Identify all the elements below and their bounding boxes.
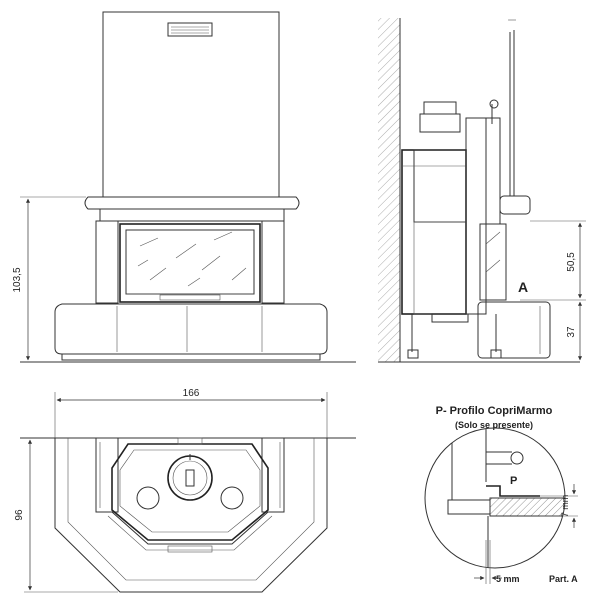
detail-subtitle: (Solo se presente) [455,420,533,430]
air-inlet-right [220,486,244,510]
height-dimension: 103,5 [12,196,86,361]
height-dim-label: 103,5 [12,267,23,292]
dim-7mm-label: 7 mm [560,495,570,518]
right-side-wall [261,437,285,513]
detail-marker-p: P [510,475,517,487]
glass-reflections [137,231,247,287]
side-glass [479,223,507,301]
left-side-wall [95,437,119,513]
firebox-body [401,149,467,315]
dim-upper-label: 50,5 [566,252,577,272]
mantel-side [499,195,531,215]
glass-front [111,511,269,545]
right-column [261,220,285,304]
depth-dimension: 96 [14,439,118,593]
front-view: 103,5 [12,11,356,363]
plan-view: 166 96 [14,388,356,593]
dim-5mm-label: 5 mm [496,574,520,584]
coprimarmo-profile [486,485,540,497]
air-inlet-left [136,486,160,510]
damper [185,469,195,487]
side-dimensions: 50,5 37 [520,220,586,361]
dim-5mm: 5 mm [474,540,520,584]
frame-column [465,117,487,315]
firebox-plan [111,443,269,541]
width-dimension: 166 [54,388,328,440]
detail-caption: Part. A [549,574,578,584]
plinth [61,353,321,361]
flue-opening [167,455,213,501]
mantel-shelf [84,196,300,210]
mantel-beam [99,208,285,222]
chimney-hood [102,11,280,198]
detail-a: P- Profilo CopriMarmo (Solo se presente)… [424,405,578,584]
left-column [95,220,119,304]
marble-slab [489,497,565,517]
hearth-side [477,301,551,359]
damper-handle [489,99,499,124]
hinge-pin [510,451,524,465]
flue-collar [423,101,457,115]
hearth-outline [54,438,328,593]
vent-grille [167,22,213,37]
detail-marker-a: A [518,279,528,295]
wall [378,18,400,362]
firebox-door [119,223,261,303]
depth-dim-label: 96 [14,509,25,521]
hearth-base [54,303,328,355]
dim-7mm: 7 mm [540,484,578,528]
width-dim-label: 166 [183,388,200,399]
dim-lower-label: 37 [566,326,577,338]
detail-title: P- Profilo CopriMarmo [436,405,553,417]
side-view: A 50,5 37 [378,18,586,363]
